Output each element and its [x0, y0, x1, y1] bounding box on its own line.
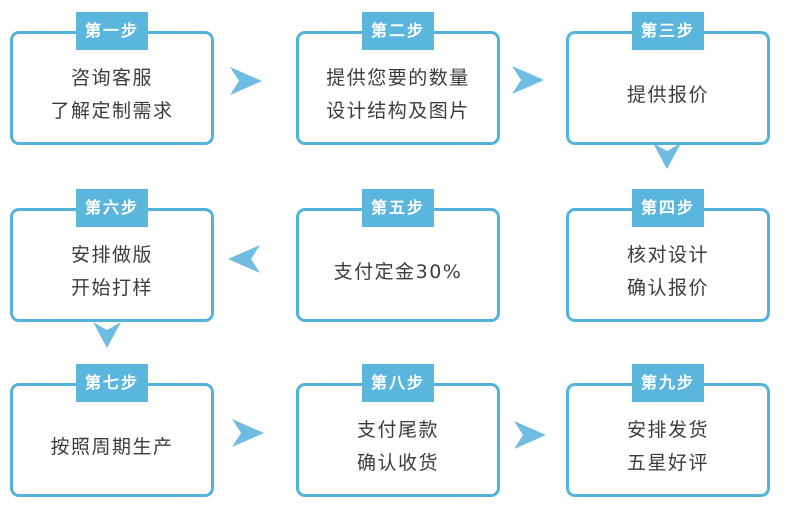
step-3-text: 提供报价 — [626, 83, 709, 106]
step-3: 提供报价 第三步 — [566, 12, 770, 145]
arrow-down-icon — [93, 322, 121, 348]
arrow-down-icon — [653, 143, 681, 169]
step-3-box: 提供报价 — [566, 31, 770, 145]
step-2-text: 设计结构及图片 — [326, 100, 470, 122]
step-4-box: 核对设计 确认报价 — [566, 208, 770, 322]
arrow-right-icon — [230, 67, 262, 95]
step-8-box: 支付尾款 确认收货 — [296, 383, 500, 497]
step-9-text: 安排发货 — [626, 419, 709, 441]
step-5: 支付定金30% 第五步 — [296, 189, 500, 322]
step-4-text: 确认报价 — [626, 277, 709, 299]
step-7-text: 按照周期生产 — [50, 435, 174, 458]
step-1-text: 了解定制需求 — [50, 100, 174, 122]
arrow-right-icon — [512, 66, 544, 94]
step-8-badge: 第八步 — [362, 364, 434, 402]
step-5-box: 支付定金30% — [296, 208, 500, 322]
step-6-badge: 第六步 — [76, 189, 148, 227]
step-5-badge: 第五步 — [362, 189, 434, 227]
step-3-badge: 第三步 — [632, 12, 704, 50]
step-4: 核对设计 确认报价 第四步 — [566, 189, 770, 322]
arrow-right-icon — [232, 419, 264, 447]
step-1-badge: 第一步 — [76, 12, 148, 50]
step-1: 咨询客服 了解定制需求 第一步 — [10, 12, 214, 145]
step-4-text: 核对设计 — [626, 244, 709, 266]
step-2: 提供您要的数量 设计结构及图片 第二步 — [296, 12, 500, 145]
step-4-badge: 第四步 — [632, 189, 704, 227]
step-2-box: 提供您要的数量 设计结构及图片 — [296, 31, 500, 145]
step-1-box: 咨询客服 了解定制需求 — [10, 31, 214, 145]
step-9-text: 五星好评 — [626, 452, 709, 474]
step-7-badge: 第七步 — [76, 364, 148, 402]
arrow-right-icon — [514, 421, 546, 449]
step-2-badge: 第二步 — [362, 12, 434, 50]
step-8-text: 支付尾款 — [356, 419, 439, 441]
step-8: 支付尾款 确认收货 第八步 — [296, 364, 500, 497]
arrow-left-icon — [228, 245, 260, 273]
step-9-box: 安排发货 五星好评 — [566, 383, 770, 497]
step-8-text: 确认收货 — [356, 452, 439, 474]
step-5-text: 支付定金30% — [333, 260, 463, 283]
step-9-badge: 第九步 — [632, 364, 704, 402]
step-9: 安排发货 五星好评 第九步 — [566, 364, 770, 497]
step-7-box: 按照周期生产 — [10, 383, 214, 497]
step-6-text: 开始打样 — [70, 277, 153, 299]
step-1-text: 咨询客服 — [70, 67, 153, 89]
step-6-text: 安排做版 — [70, 244, 153, 266]
step-6: 安排做版 开始打样 第六步 — [10, 189, 214, 322]
step-2-text: 提供您要的数量 — [326, 67, 470, 89]
step-7: 按照周期生产 第七步 — [10, 364, 214, 497]
